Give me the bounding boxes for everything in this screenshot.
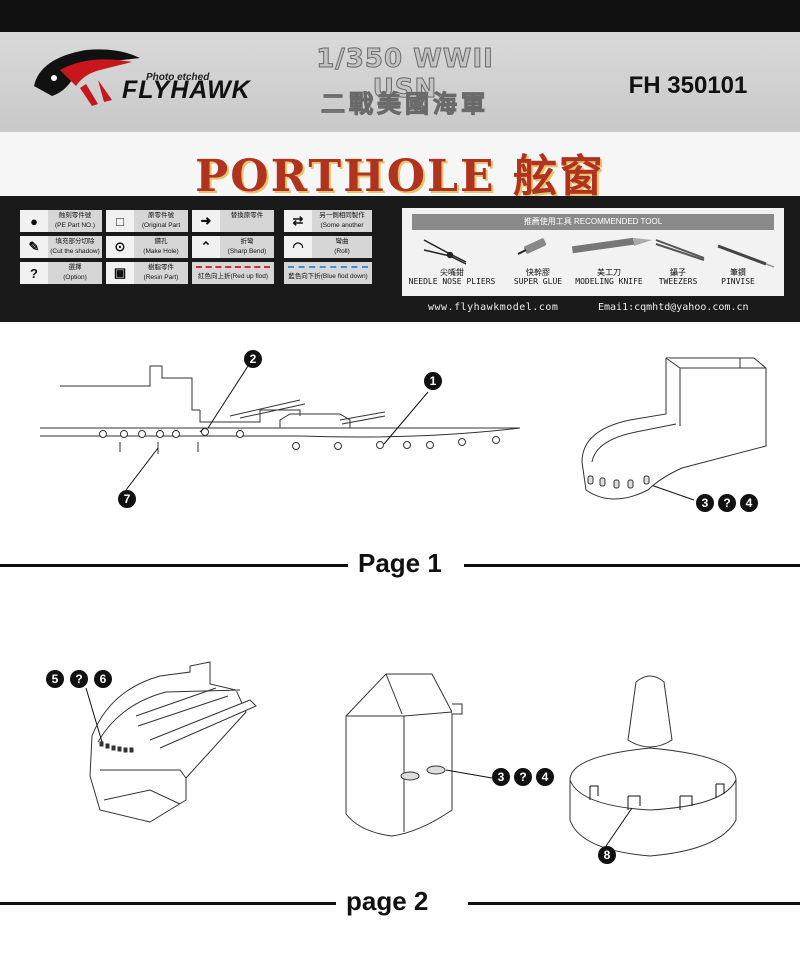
legend-item: ▣ 樹脂零件 (Resin Part) xyxy=(106,262,188,284)
legend-text: 彎曲 (Roll) xyxy=(334,238,350,255)
ship-hull-diagram xyxy=(40,365,521,454)
part-callout: 7 xyxy=(118,490,136,508)
legend-item: ➜ 替換原零件 xyxy=(192,210,274,232)
legend-item: ⇄ 另一側相同製作 (Some another side) xyxy=(284,210,372,239)
director-diagram xyxy=(569,675,737,857)
tool-label-en: MODELING KNIFE xyxy=(575,277,643,286)
pinvise-icon xyxy=(717,244,775,268)
sharp-bend-icon: ⌃ xyxy=(192,236,220,258)
arrow-right-icon: ➜ xyxy=(192,210,220,232)
square-outline-icon: □ xyxy=(106,210,134,232)
tool-label-en: TWEEZERS xyxy=(658,277,698,286)
page1-rule-left xyxy=(0,564,350,567)
legend-text: 折彎 (Sharp Bend) xyxy=(227,238,267,255)
legend-item: ⊙ 鑽孔 (Make Hole) xyxy=(106,236,188,258)
product-title: PORTHOLE 舷窗 xyxy=(195,151,605,202)
page1-rule-right xyxy=(464,564,800,567)
page1-label: Page 1 xyxy=(348,548,452,579)
legend-item: 紅色向上折(Red up flod) xyxy=(192,262,274,284)
part-callout: 5 xyxy=(46,670,64,688)
part-callout: 3 xyxy=(696,494,714,512)
part-callout: 6 xyxy=(94,670,112,688)
filled-circle-icon: ● xyxy=(20,210,48,232)
turret-diagram xyxy=(581,357,767,500)
legend-item: □ 原零件號 (Original Part No.) xyxy=(106,210,188,239)
tool-heading: 推薦使用工具 RECOMMENDED TOOL xyxy=(412,214,774,230)
page2-leader-lines xyxy=(85,687,633,847)
flip-side-icon: ⇄ xyxy=(284,210,312,232)
part-callout: 4 xyxy=(536,768,554,786)
brand-name: FLYHAWK xyxy=(122,76,251,104)
tool-label-en: SUPER GLUE xyxy=(513,277,563,286)
legend-text: 藍色向下折(Blue flod down) xyxy=(288,273,368,280)
red-dashed-line-swatch xyxy=(196,266,270,268)
top-black-bar xyxy=(0,0,800,32)
legend-text: 鑽孔 (Make Hole) xyxy=(143,238,179,255)
part-callout: 2 xyxy=(244,350,262,368)
header-band xyxy=(0,32,800,132)
series-title-zh: 二戰美國海軍 xyxy=(321,91,489,119)
contact-email[interactable]: Emai1:cqmhtd@yahoo.com.cn xyxy=(598,302,749,313)
legend-text: 樹脂零件 (Resin Part) xyxy=(143,264,179,281)
option-callout: ? xyxy=(718,494,736,512)
legend-text: 選擇 (Option) xyxy=(63,264,87,281)
legend-text: 另一側相同製作 (Some another side) xyxy=(319,212,365,239)
legend-text: 替換原零件 xyxy=(230,212,264,219)
series-title-en: 1/350 WWII USN xyxy=(316,44,494,105)
knife-icon xyxy=(571,237,652,254)
resin-part-icon: ▣ xyxy=(106,262,134,284)
legend-item: ? 選擇 (Option) xyxy=(20,262,102,284)
website-url[interactable]: www.flyhawkmodel.com xyxy=(428,302,559,313)
tool-label-en: PINVISE xyxy=(721,277,755,286)
page2-rule-right xyxy=(468,902,800,905)
brand-subtitle: Photo etched xyxy=(146,72,210,83)
legend-text: 蝕刻零件號 (PE Part NO.) xyxy=(54,212,96,229)
knife-icon: ✎ xyxy=(20,236,48,258)
tool-label-zh: 鑷子 xyxy=(670,268,686,277)
legend-text: 原零件號 (Original Part No.) xyxy=(141,212,181,239)
option-callout: ? xyxy=(70,670,88,688)
tool-label-zh: 尖嘴鉗 xyxy=(440,268,464,277)
tool-label-en: NEEDLE NOSE PLIERS xyxy=(408,277,496,286)
legend-text: 填充部分切除 (Cut the shadow) xyxy=(50,238,100,255)
legend-item: ● 蝕刻零件號 (PE Part NO.) xyxy=(20,210,102,232)
blue-dashed-line-swatch xyxy=(288,266,368,268)
page2-rule-left xyxy=(0,902,340,905)
glue-bottle-icon xyxy=(517,238,547,255)
gun-house-diagram xyxy=(345,673,463,837)
tool-label-zh: 筆鑽 xyxy=(730,268,746,277)
option-callout: ? xyxy=(514,768,532,786)
part-callout: 8 xyxy=(598,846,616,864)
legend-item: 藍色向下折(Blue flod down) xyxy=(284,262,372,284)
drill-icon: ⊙ xyxy=(106,236,134,258)
legend-item: ✎填充部分切除 (Cut the shadow) xyxy=(20,236,102,258)
part-callout: 1 xyxy=(424,372,442,390)
part-callout: 4 xyxy=(740,494,758,512)
part-callout: 3 xyxy=(492,768,510,786)
legend-item: ⌃ 折彎 (Sharp Bend) xyxy=(192,236,274,258)
tweezers-icon xyxy=(655,239,705,261)
hawk-logo-icon xyxy=(34,49,140,106)
product-code: FH 350101 xyxy=(628,72,748,99)
title-band xyxy=(0,132,800,196)
question-icon: ? xyxy=(20,262,48,284)
aa-mount-diagram xyxy=(89,661,257,823)
leader-lines xyxy=(125,365,695,501)
tool-label-zh: 快幹膠 xyxy=(526,268,550,277)
tool-label-zh: 美工刀 xyxy=(597,268,621,277)
roll-icon: ◠ xyxy=(284,236,312,258)
pliers-icon xyxy=(423,239,467,265)
page2-label: page 2 xyxy=(336,886,439,917)
legend-item: ◠ 彎曲 (Roll) xyxy=(284,236,372,258)
legend-text: 紅色向上折(Red up flod) xyxy=(197,273,269,280)
